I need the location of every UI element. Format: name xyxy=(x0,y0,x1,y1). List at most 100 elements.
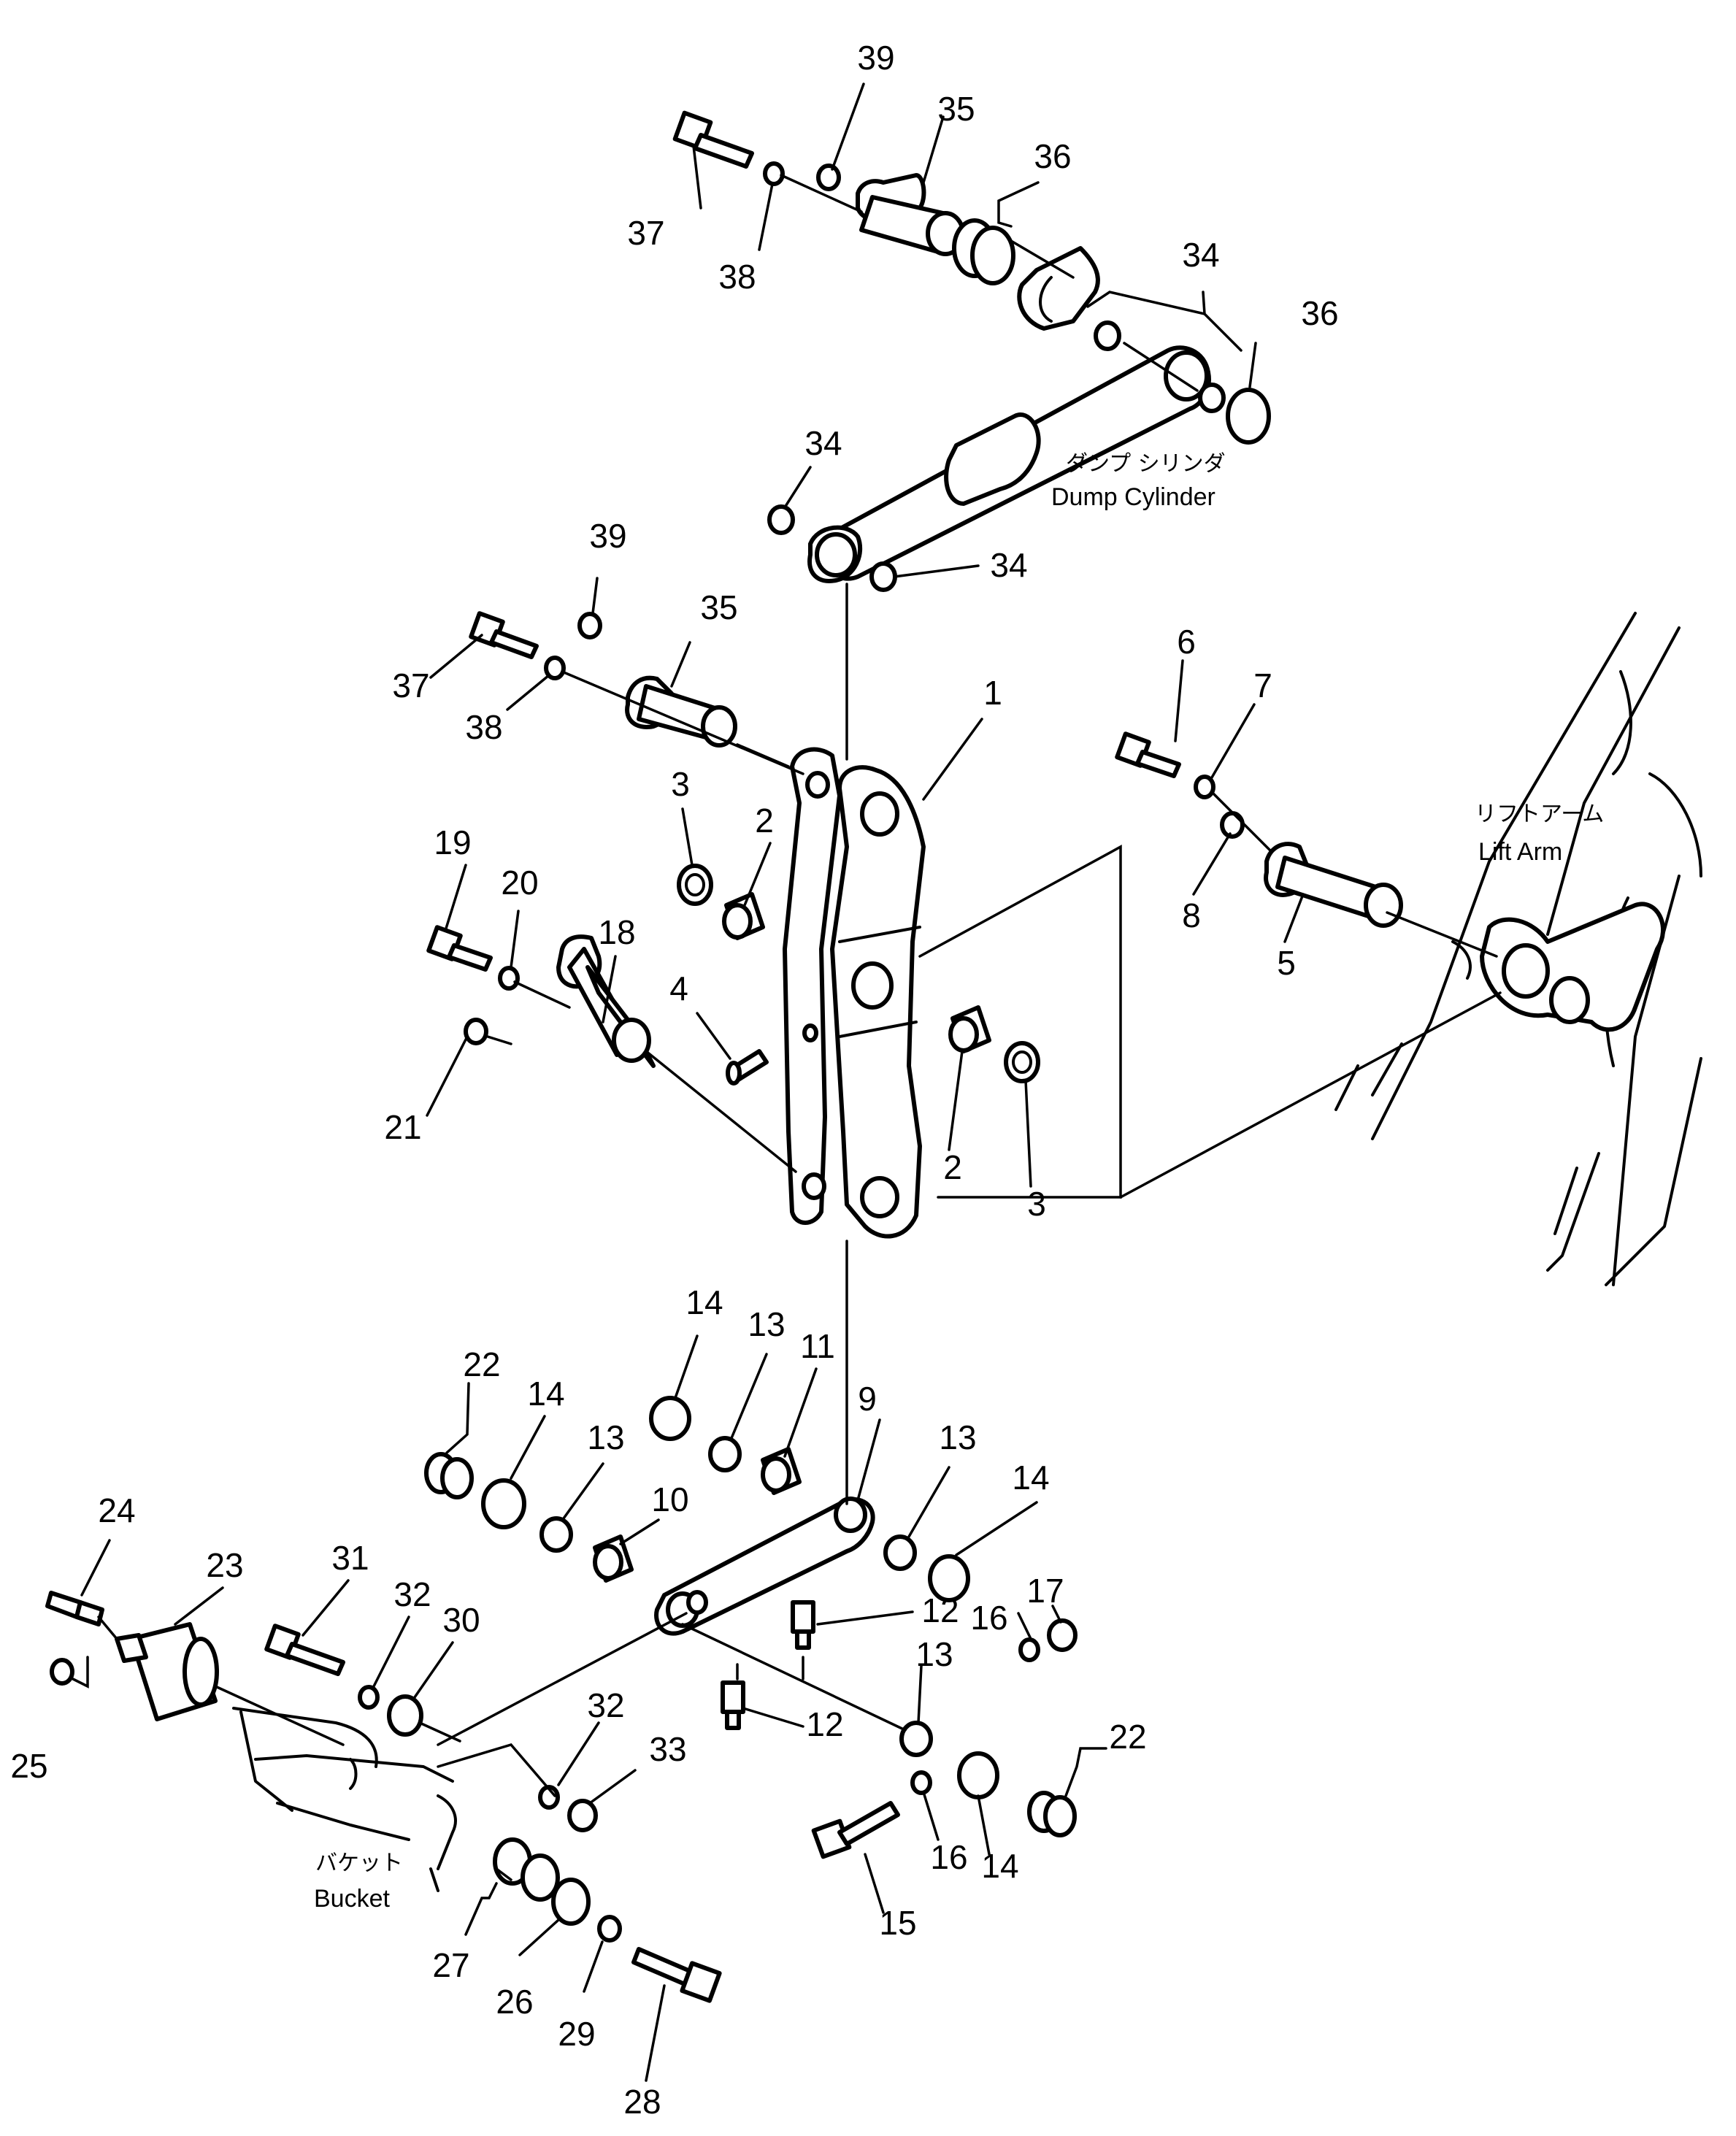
callout-number: 19 xyxy=(434,823,471,861)
callout-number: 34 xyxy=(1182,236,1219,274)
callout-number: 37 xyxy=(627,214,664,252)
bushing-34-b xyxy=(1198,383,1226,413)
snap-ring-14-b xyxy=(481,1478,526,1529)
bushing-13-a xyxy=(708,1436,742,1472)
lift-arm-jp-text: リフトアーム xyxy=(1475,802,1604,827)
callout-number: 3 xyxy=(671,765,690,803)
bushing-26 xyxy=(551,1878,591,1926)
callout-number: 8 xyxy=(1182,896,1201,934)
callout-number: 22 xyxy=(1109,1718,1146,1756)
lift-arm-illustration xyxy=(1334,612,1702,1286)
callout-number: 23 xyxy=(206,1546,243,1584)
link xyxy=(654,1497,875,1636)
callout-number: 14 xyxy=(1012,1459,1049,1497)
callout-number: 13 xyxy=(915,1635,953,1673)
callout-number: 3 xyxy=(1027,1185,1046,1223)
callout-number: 2 xyxy=(755,802,774,840)
bushing-2-left xyxy=(722,892,765,940)
callout-number: 38 xyxy=(465,708,502,746)
grease-fitting-24 xyxy=(45,1591,104,1626)
snap-ring-14-a xyxy=(649,1396,691,1441)
grease-fitting-12-a xyxy=(791,1600,815,1650)
shim-22-right xyxy=(1027,1791,1077,1837)
bolt-28 xyxy=(631,1947,722,2003)
callout-number: 16 xyxy=(930,1838,967,1876)
callout-number: 35 xyxy=(700,588,737,626)
bucket-illustration xyxy=(232,1707,457,1892)
pin-5 xyxy=(1264,842,1403,928)
callout-number: 14 xyxy=(685,1283,723,1321)
callout-number: 15 xyxy=(879,1904,916,1942)
callout-leaders xyxy=(80,82,1305,2082)
callout-number: 20 xyxy=(501,864,538,902)
callout-number: 26 xyxy=(496,1983,533,2021)
grease-fitting-39-top xyxy=(816,164,841,191)
callout-number: 17 xyxy=(1026,1572,1064,1610)
shim-27 xyxy=(493,1837,560,1902)
callout-number: 7 xyxy=(1253,666,1272,704)
callout-number: 24 xyxy=(98,1491,135,1529)
washer-7 xyxy=(1194,775,1215,799)
bolt-37-top xyxy=(672,110,754,169)
callout-numbers: 39 35 36 37 38 34 36 34 34 39 35 37 38 1… xyxy=(10,39,1338,2121)
bushing-2-right xyxy=(948,1005,991,1053)
bucket-jp-text: バケット xyxy=(315,1851,403,1876)
callout-number: 36 xyxy=(1301,294,1338,332)
washer-20 xyxy=(498,966,520,991)
callout-number: 12 xyxy=(921,1591,959,1629)
callout-number: 5 xyxy=(1277,944,1296,982)
bushing-34-a xyxy=(1094,320,1121,351)
bolt-31 xyxy=(264,1624,345,1676)
callout-number: 37 xyxy=(392,666,429,704)
lift-arm-en-text: Lift Arm xyxy=(1478,838,1562,866)
dump-cylinder xyxy=(807,345,1211,583)
callout-number: 36 xyxy=(1034,137,1071,175)
callout-number: 25 xyxy=(10,1747,47,1785)
shim-36-top xyxy=(952,218,1015,285)
callout-number: 9 xyxy=(858,1380,877,1418)
grease-fitting-21 xyxy=(464,1018,488,1045)
bushing-34-c xyxy=(767,504,795,535)
pin-18 xyxy=(556,934,656,1068)
bearing-3-right xyxy=(1004,1041,1040,1083)
pin-35-mid xyxy=(625,675,737,748)
callout-number: 13 xyxy=(587,1418,624,1456)
nut-17 xyxy=(1047,1618,1078,1652)
callout-number: 29 xyxy=(558,2015,595,2053)
callout-number: 31 xyxy=(331,1539,369,1577)
callout-number: 14 xyxy=(981,1847,1018,1885)
washer-38-mid xyxy=(544,656,566,680)
washer-38-top xyxy=(763,161,785,186)
callout-number: 11 xyxy=(800,1327,835,1365)
bolt-6 xyxy=(1115,731,1181,778)
callout-number: 6 xyxy=(1177,623,1196,661)
nut-33 xyxy=(567,1799,598,1832)
callout-number: 13 xyxy=(939,1418,976,1456)
dump-cylinder-jp-text: ダンプ シリンダ xyxy=(1066,451,1226,477)
snap-ring-14-d xyxy=(957,1751,999,1799)
pin-23 xyxy=(115,1622,219,1721)
callout-number: 28 xyxy=(623,2083,661,2121)
grease-fitting-12-b xyxy=(721,1680,745,1730)
callout-number: 39 xyxy=(589,517,626,555)
callout-number: 34 xyxy=(804,424,842,462)
bushing-11 xyxy=(761,1447,802,1495)
washer-16-b xyxy=(910,1770,932,1795)
bolt-19 xyxy=(426,925,493,972)
grease-fitting-4 xyxy=(726,1023,818,1086)
bushing-10 xyxy=(593,1534,634,1583)
callout-number: 2 xyxy=(943,1148,962,1186)
callout-number: 16 xyxy=(970,1599,1007,1637)
cylinder-bracket xyxy=(1017,246,1100,331)
callout-number: 34 xyxy=(990,546,1027,584)
callout-number: 38 xyxy=(718,258,756,296)
bucket-label: バケット Bucket xyxy=(314,1851,403,1913)
grease-fitting-25 xyxy=(50,1658,74,1686)
bushing-34-d xyxy=(869,561,897,592)
bushing-13-c xyxy=(883,1534,917,1571)
dump-cylinder-en-text: Dump Cylinder xyxy=(1051,483,1215,511)
bushing-13-d xyxy=(899,1721,933,1757)
shim-36-right xyxy=(1226,388,1271,445)
callout-number: 32 xyxy=(587,1686,624,1724)
